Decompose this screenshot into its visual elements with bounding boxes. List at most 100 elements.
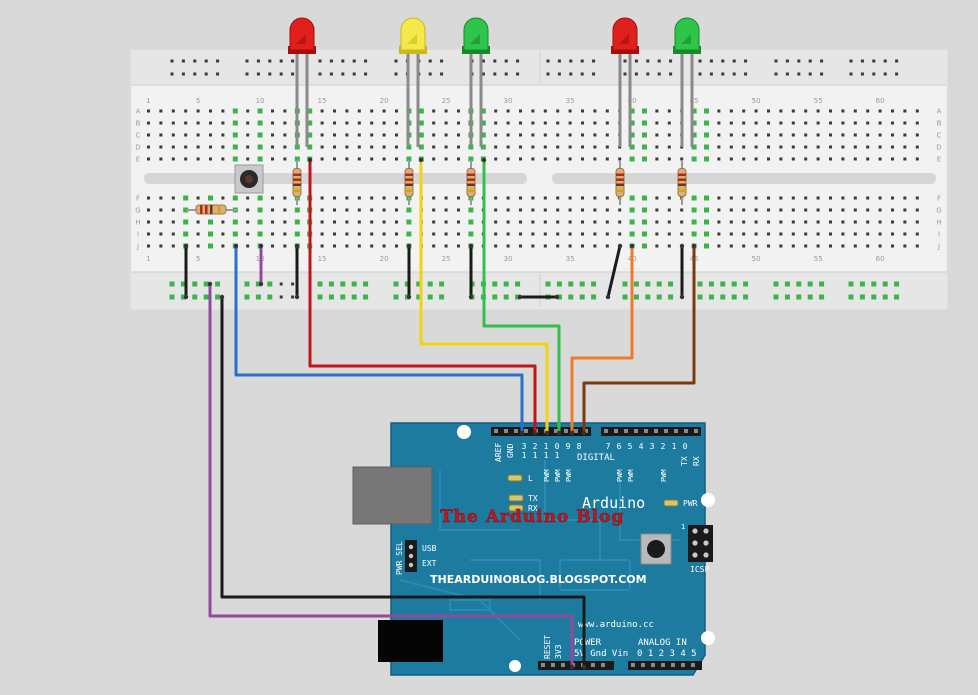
rail-hole	[440, 72, 444, 76]
breadboard-hole	[717, 133, 721, 137]
breadboard-hole	[742, 121, 746, 125]
breadboard-hole	[147, 157, 150, 161]
breadboard-hole	[605, 220, 609, 224]
breadboard-hole	[618, 157, 622, 161]
tx-label: TX	[528, 494, 538, 503]
wire	[208, 282, 574, 669]
breadboard-hole	[717, 121, 721, 125]
connected-hole	[691, 156, 697, 162]
led-anvil	[619, 34, 629, 44]
breadboard-hole	[171, 232, 175, 236]
connected-hole	[704, 207, 709, 213]
breadboard-hole	[729, 232, 733, 236]
connected-hole	[418, 144, 424, 150]
connected-hole	[480, 108, 486, 114]
rail-hole	[216, 72, 220, 76]
breadboard-hole	[915, 145, 919, 149]
digital-header-left	[491, 427, 591, 436]
breadboard-hole	[370, 133, 374, 137]
breadboard-hole	[171, 244, 175, 248]
led-dome	[463, 17, 489, 51]
digital-pin-label: 0	[683, 442, 688, 451]
breadboard-hole	[655, 145, 659, 149]
header-pin	[564, 429, 568, 433]
row-letter: I	[137, 231, 139, 239]
breadboard-hole	[221, 232, 225, 236]
breadboard-hole	[444, 157, 448, 161]
breadboard-hole	[717, 232, 721, 236]
connected-hole	[232, 156, 238, 162]
analog-pins-label: 0 1 2 3 4 5	[637, 649, 697, 659]
breadboard-hole	[506, 157, 510, 161]
connected-hole	[257, 144, 263, 150]
breadboard-hole	[605, 244, 609, 248]
breadboard-hole	[915, 157, 919, 161]
connected-rail-hole	[894, 294, 900, 300]
breadboard-hole	[878, 145, 882, 149]
breadboard-hole	[543, 145, 547, 149]
breadboard-hole	[667, 220, 671, 224]
breadboard-hole	[804, 244, 808, 248]
breadboard-hole	[457, 232, 460, 236]
breadboard-hole	[618, 208, 622, 212]
mounting-hole	[457, 425, 471, 439]
wire	[582, 244, 696, 435]
column-number: 35	[566, 97, 575, 105]
connected-rail-hole	[743, 294, 749, 300]
wire-end	[679, 243, 685, 249]
breadboard-hole	[915, 220, 919, 224]
breadboard-hole	[506, 196, 510, 200]
breadboard-hole	[171, 109, 175, 113]
digital-pin-label: 6	[617, 442, 622, 451]
breadboard-hole	[159, 208, 163, 212]
rail-hole	[204, 72, 208, 76]
column-number: 50	[752, 255, 761, 263]
breadboard-hole	[159, 157, 163, 161]
breadboard-hole	[333, 244, 336, 248]
resistor-band	[210, 205, 213, 214]
breadboard-hole	[667, 145, 671, 149]
breadboard-hole	[581, 220, 584, 224]
breadboard-hole	[618, 220, 622, 224]
breadboard-hole	[184, 133, 188, 137]
breadboard-hole	[543, 133, 547, 137]
rail-hole	[546, 72, 550, 76]
breadboard-hole	[543, 244, 547, 248]
breadboard-hole	[593, 244, 597, 248]
breadboard-hole	[283, 121, 287, 125]
connected-rail-hole	[427, 281, 433, 287]
wire	[220, 295, 586, 669]
breadboard-hole	[370, 244, 374, 248]
breadboard-hole	[804, 220, 808, 224]
breadboard-hole	[159, 196, 163, 200]
connected-rail-hole	[351, 281, 357, 287]
pwr-led-label: PWR	[683, 499, 698, 508]
connected-rail-hole	[720, 294, 726, 300]
wire-end	[569, 430, 575, 436]
connected-rail-hole	[317, 294, 323, 300]
breadboard-hole	[221, 244, 225, 248]
connected-hole	[208, 243, 213, 249]
breadboard-hole	[891, 109, 894, 113]
connected-rail-hole	[545, 281, 551, 287]
column-number: 25	[442, 255, 451, 263]
breadboard-hole	[556, 145, 560, 149]
breadboard-hole	[729, 244, 733, 248]
column-number: 30	[504, 97, 513, 105]
breadboard-hole	[680, 232, 684, 236]
header-pin	[541, 663, 545, 667]
resistor-band	[616, 183, 624, 186]
breadboard-hole	[432, 121, 436, 125]
breadboard-hole	[494, 145, 498, 149]
breadboard-hole	[519, 145, 522, 149]
breadboard-hole	[655, 133, 659, 137]
column-number: 60	[876, 97, 885, 105]
breadboard-hole	[357, 157, 361, 161]
breadboard-hole	[667, 157, 671, 161]
rail-hole	[744, 59, 748, 63]
breadboard-hole	[333, 121, 336, 125]
breadboard-hole	[457, 208, 460, 212]
header-pin	[614, 429, 618, 433]
pwm-label: PWM	[627, 469, 635, 482]
breadboard-hole	[779, 157, 783, 161]
